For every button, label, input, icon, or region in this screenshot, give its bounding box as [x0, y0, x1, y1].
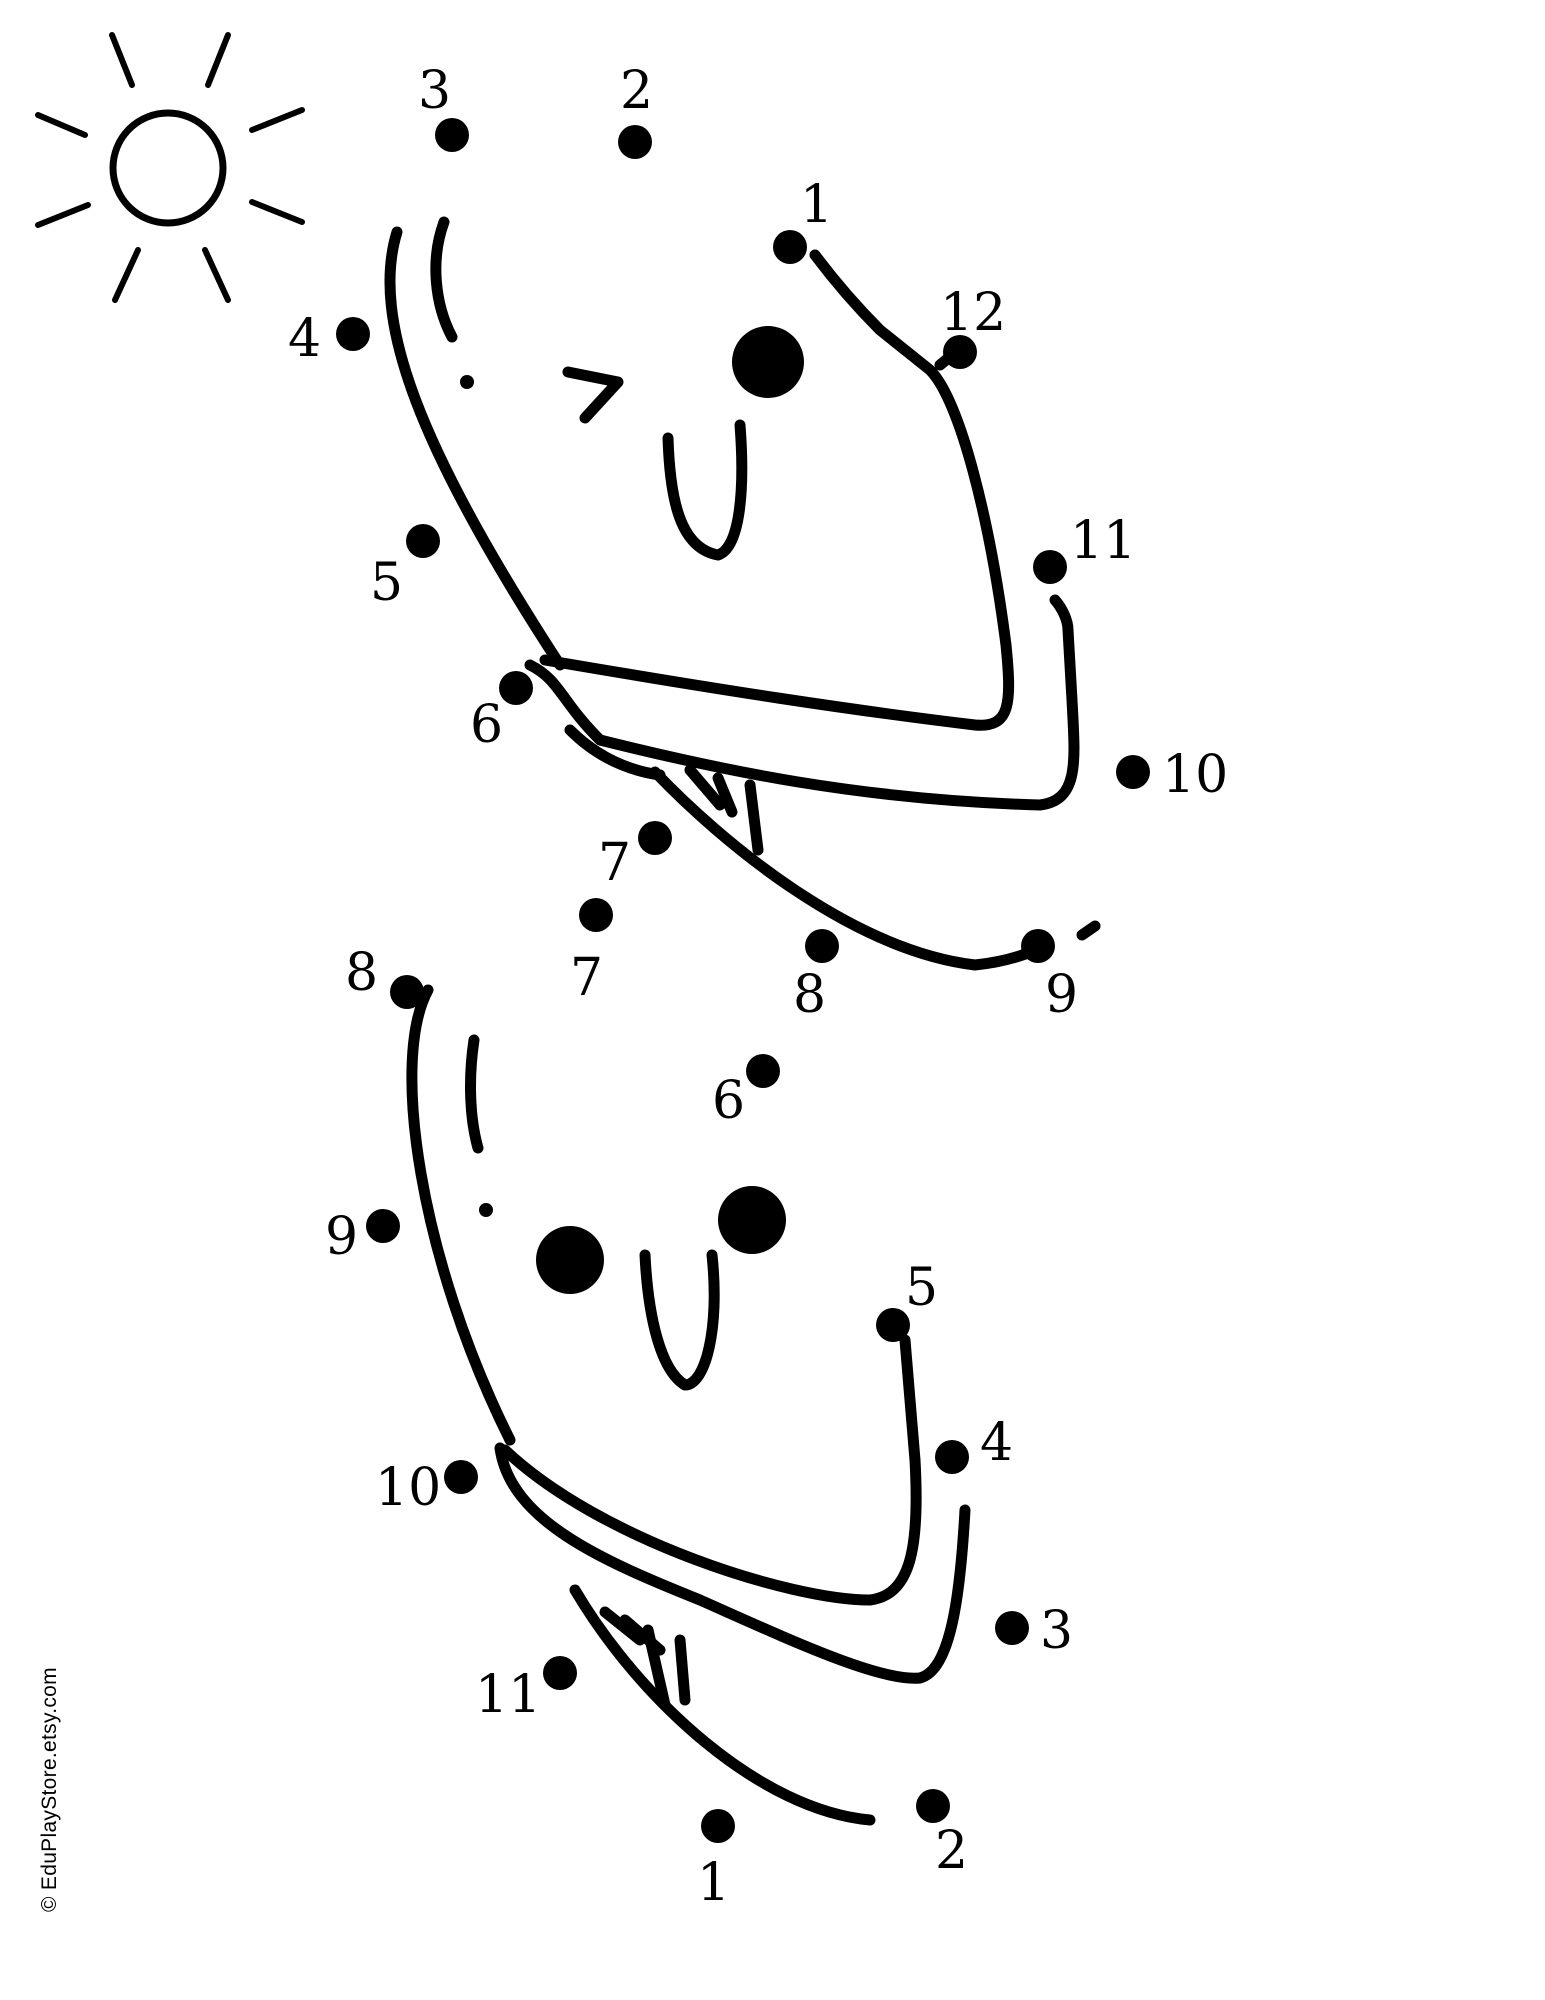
top-number: 5 — [370, 553, 403, 613]
bottom-dot-4[interactable] — [935, 1440, 969, 1474]
bottom-number: 1 — [697, 1853, 730, 1913]
bottom-dot-3[interactable] — [995, 1611, 1029, 1645]
bottom-number: 2 — [935, 1821, 968, 1881]
top-dot-12[interactable] — [943, 335, 977, 369]
bottom-dots — [366, 898, 1029, 1843]
bottom-dot-6[interactable] — [746, 1054, 780, 1088]
copyright-credit: © EduPlayStore.etsy.com — [38, 1667, 61, 1912]
sun-icon — [35, 32, 305, 303]
top-tortilla-outline — [384, 216, 1101, 971]
top-number: 1 — [800, 175, 833, 235]
top-dot-9[interactable] — [1021, 929, 1055, 963]
bottom-dot-10[interactable] — [444, 1460, 478, 1494]
bottom-number: 6 — [712, 1071, 745, 1131]
top-dot-10[interactable] — [1116, 755, 1150, 789]
top-tortilla-face — [460, 326, 804, 561]
bottom-dot-5[interactable] — [876, 1308, 910, 1342]
bottom-number: 7 — [570, 948, 603, 1008]
top-dot-7[interactable] — [638, 821, 672, 855]
top-dot-1[interactable] — [773, 230, 807, 264]
top-dot-8[interactable] — [805, 929, 839, 963]
top-number: 10 — [1162, 745, 1228, 805]
top-number: 12 — [940, 283, 1006, 343]
top-dot-2[interactable] — [618, 125, 652, 159]
bottom-number: 11 — [475, 1665, 541, 1725]
top-number: 7 — [598, 833, 631, 893]
top-number: 8 — [793, 965, 826, 1025]
bottom-numbers: 1 2 3 4 5 6 7 8 9 10 11 — [325, 943, 1073, 1913]
bottom-dot-2[interactable] — [916, 1789, 950, 1823]
top-dot-11[interactable] — [1033, 550, 1067, 584]
top-number: 2 — [620, 61, 653, 121]
top-number: 9 — [1045, 965, 1078, 1025]
bottom-number: 5 — [905, 1258, 938, 1318]
bottom-number: 3 — [1040, 1601, 1073, 1661]
top-dot-4[interactable] — [336, 317, 370, 351]
top-number: 4 — [288, 309, 321, 369]
top-number: 3 — [418, 61, 451, 121]
bottom-dot-7[interactable] — [579, 898, 613, 932]
top-dot-3[interactable] — [435, 118, 469, 152]
bottom-tortilla-face — [479, 1186, 786, 1391]
top-dot-5[interactable] — [406, 524, 440, 558]
top-number: 6 — [470, 695, 503, 755]
bottom-dot-9[interactable] — [366, 1209, 400, 1243]
bottom-tortilla-outline — [406, 984, 971, 1826]
bottom-number: 4 — [980, 1413, 1013, 1473]
bottom-dot-11[interactable] — [543, 1656, 577, 1690]
top-dot-6[interactable] — [499, 671, 533, 705]
bottom-number: 10 — [375, 1458, 441, 1518]
top-dots — [336, 118, 1150, 963]
bottom-dot-1[interactable] — [701, 1809, 735, 1843]
bottom-number: 8 — [345, 943, 378, 1003]
bottom-dot-8[interactable] — [390, 975, 424, 1009]
top-numbers: 1 2 3 4 5 6 7 8 9 10 11 12 — [288, 61, 1228, 1025]
bottom-number: 9 — [325, 1207, 358, 1267]
top-number: 11 — [1070, 511, 1136, 571]
